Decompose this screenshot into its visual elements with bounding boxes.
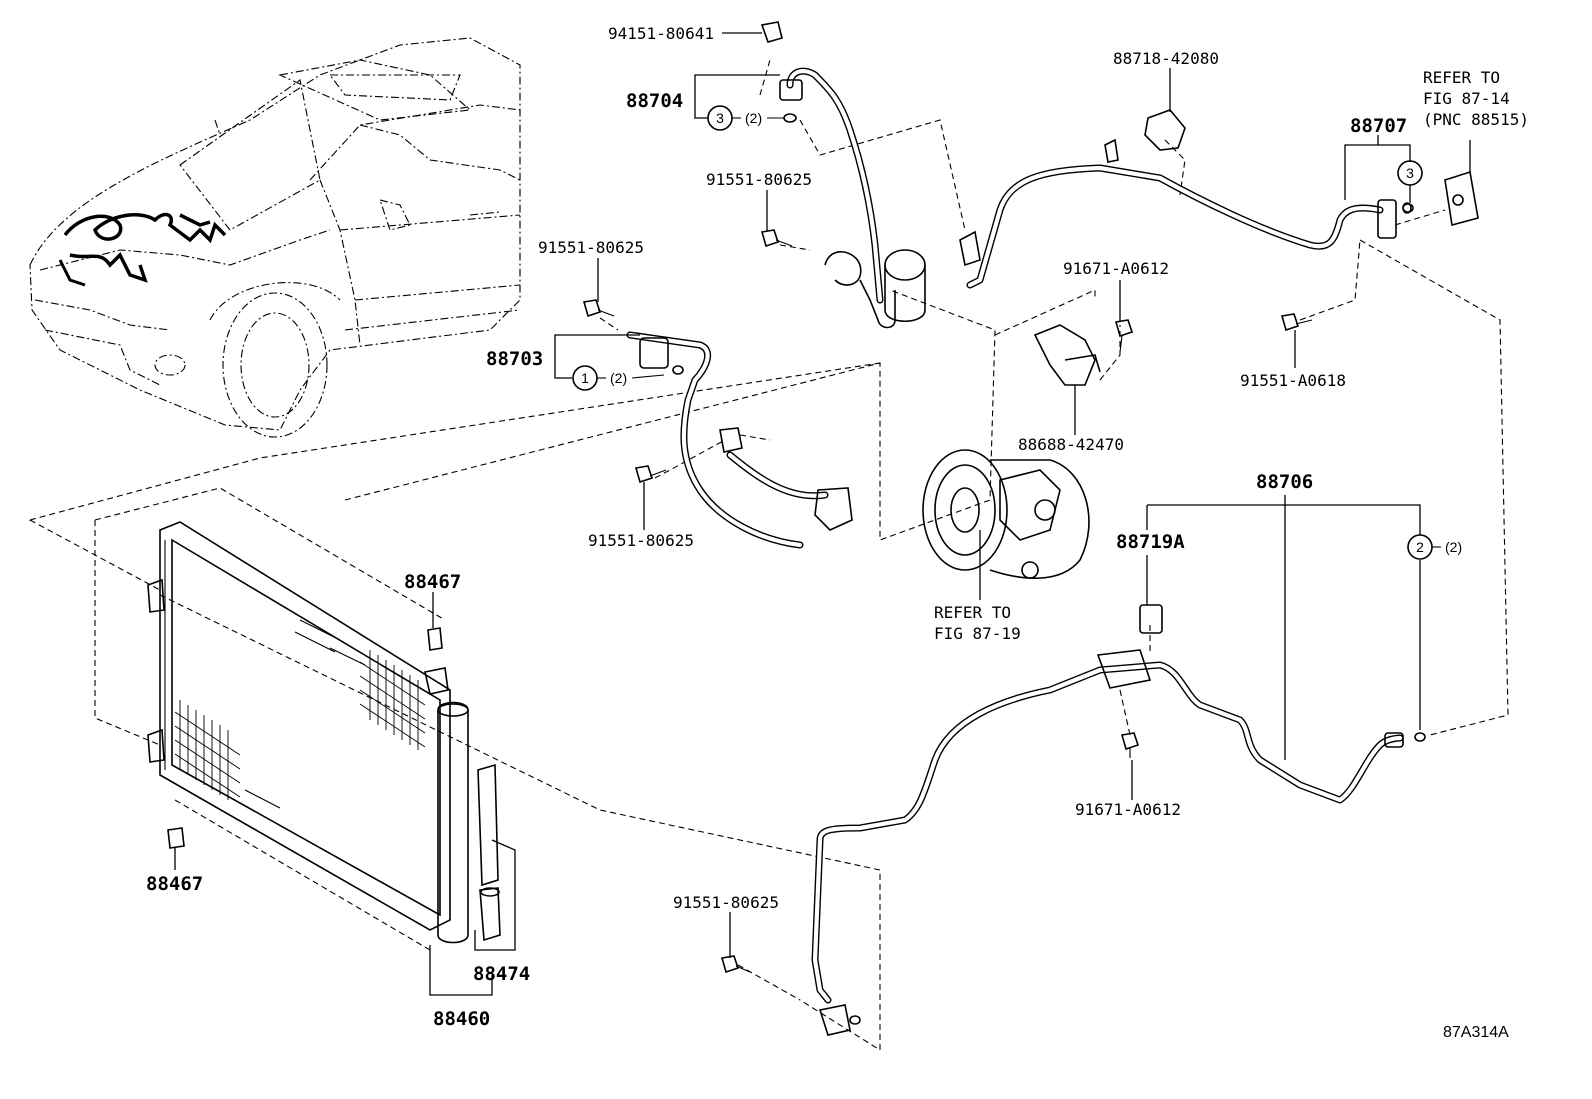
ref-compressor-line-2: FIG 87-19 <box>934 624 1021 643</box>
callout-2-qty: (2) <box>1445 539 1462 555</box>
callout-3-qty: (2) <box>745 110 762 126</box>
label-88706: 88706 <box>1256 471 1313 493</box>
part-labels: 94151-80641 88704 91551-80625 91551-8062… <box>146 24 1407 1030</box>
hose-88703 <box>626 331 804 549</box>
bolt-icon <box>1280 313 1313 332</box>
label-88460: 88460 <box>433 1008 490 1030</box>
bolt-icon <box>1120 732 1140 758</box>
refrigerant-pipes <box>626 67 1404 1004</box>
ref-top-right-line-1: REFER TO <box>1423 68 1500 87</box>
cushion-icon <box>427 627 443 651</box>
label-91551-80625-d: 91551-80625 <box>673 893 779 912</box>
label-88703: 88703 <box>486 348 543 370</box>
label-88467-a: 88467 <box>404 571 461 593</box>
callout-2-number: 2 <box>1416 539 1424 555</box>
label-88704: 88704 <box>626 90 683 112</box>
label-91551-80625-a: 91551-80625 <box>706 170 812 189</box>
expansion-valve-icon <box>1444 170 1479 227</box>
label-91551-80625-b: 91551-80625 <box>538 238 644 257</box>
callout-1-qty: (2) <box>610 370 627 386</box>
bolt-icon <box>634 465 667 484</box>
assembly-guide-lines <box>29 59 1509 1051</box>
receiver-tank <box>437 701 469 944</box>
bolt-icon <box>760 229 793 248</box>
label-88719A: 88719A <box>1116 531 1185 553</box>
bolt-icon <box>582 299 615 318</box>
pressure-switch-icon <box>1139 604 1163 634</box>
label-88707: 88707 <box>1350 115 1407 137</box>
label-91551-80625-c: 91551-80625 <box>588 531 694 550</box>
reference-notes: REFER TO FIG 87-14 (PNC 88515) REFER TO … <box>934 68 1529 643</box>
fittings <box>167 21 1479 1036</box>
ref-top-right-line-3: (PNC 88515) <box>1423 110 1529 129</box>
ref-top-right-line-2: FIG 87-14 <box>1423 89 1510 108</box>
callout-circles: 1 (2) 3 (2) 3 2 (2) <box>572 105 1462 560</box>
label-94151-80641: 94151-80641 <box>608 24 714 43</box>
condenser-fins <box>174 619 426 809</box>
bolt-icon <box>720 955 751 974</box>
leader-lines <box>174 32 1471 996</box>
label-88718-42080: 88718-42080 <box>1113 49 1219 68</box>
label-91551-A0618: 91551-A0618 <box>1240 371 1346 390</box>
callout-3b-number: 3 <box>1406 165 1414 181</box>
clamp-icon <box>1033 324 1096 386</box>
cap-icon <box>760 21 783 43</box>
label-91671-A0612-b: 91671-A0612 <box>1075 800 1181 819</box>
label-88467-b: 88467 <box>146 873 203 895</box>
vehicle-illustration <box>29 37 521 438</box>
callout-3-number: 3 <box>716 110 724 126</box>
diagram-id: 87A314A <box>1443 1024 1509 1041</box>
label-88474: 88474 <box>473 963 530 985</box>
filter-icon <box>477 763 499 887</box>
bolt-icon <box>1114 319 1134 353</box>
label-88688-42470: 88688-42470 <box>1018 435 1124 454</box>
ref-compressor-line-1: REFER TO <box>934 603 1011 622</box>
bracket-icon <box>1144 109 1186 151</box>
compressor <box>922 449 1090 579</box>
tube-88706 <box>811 661 1404 1004</box>
condenser-assembly <box>147 521 501 944</box>
callout-1-number: 1 <box>581 370 589 386</box>
cushion-icon <box>167 827 185 849</box>
label-91671-A0612-a: 91671-A0612 <box>1063 259 1169 278</box>
